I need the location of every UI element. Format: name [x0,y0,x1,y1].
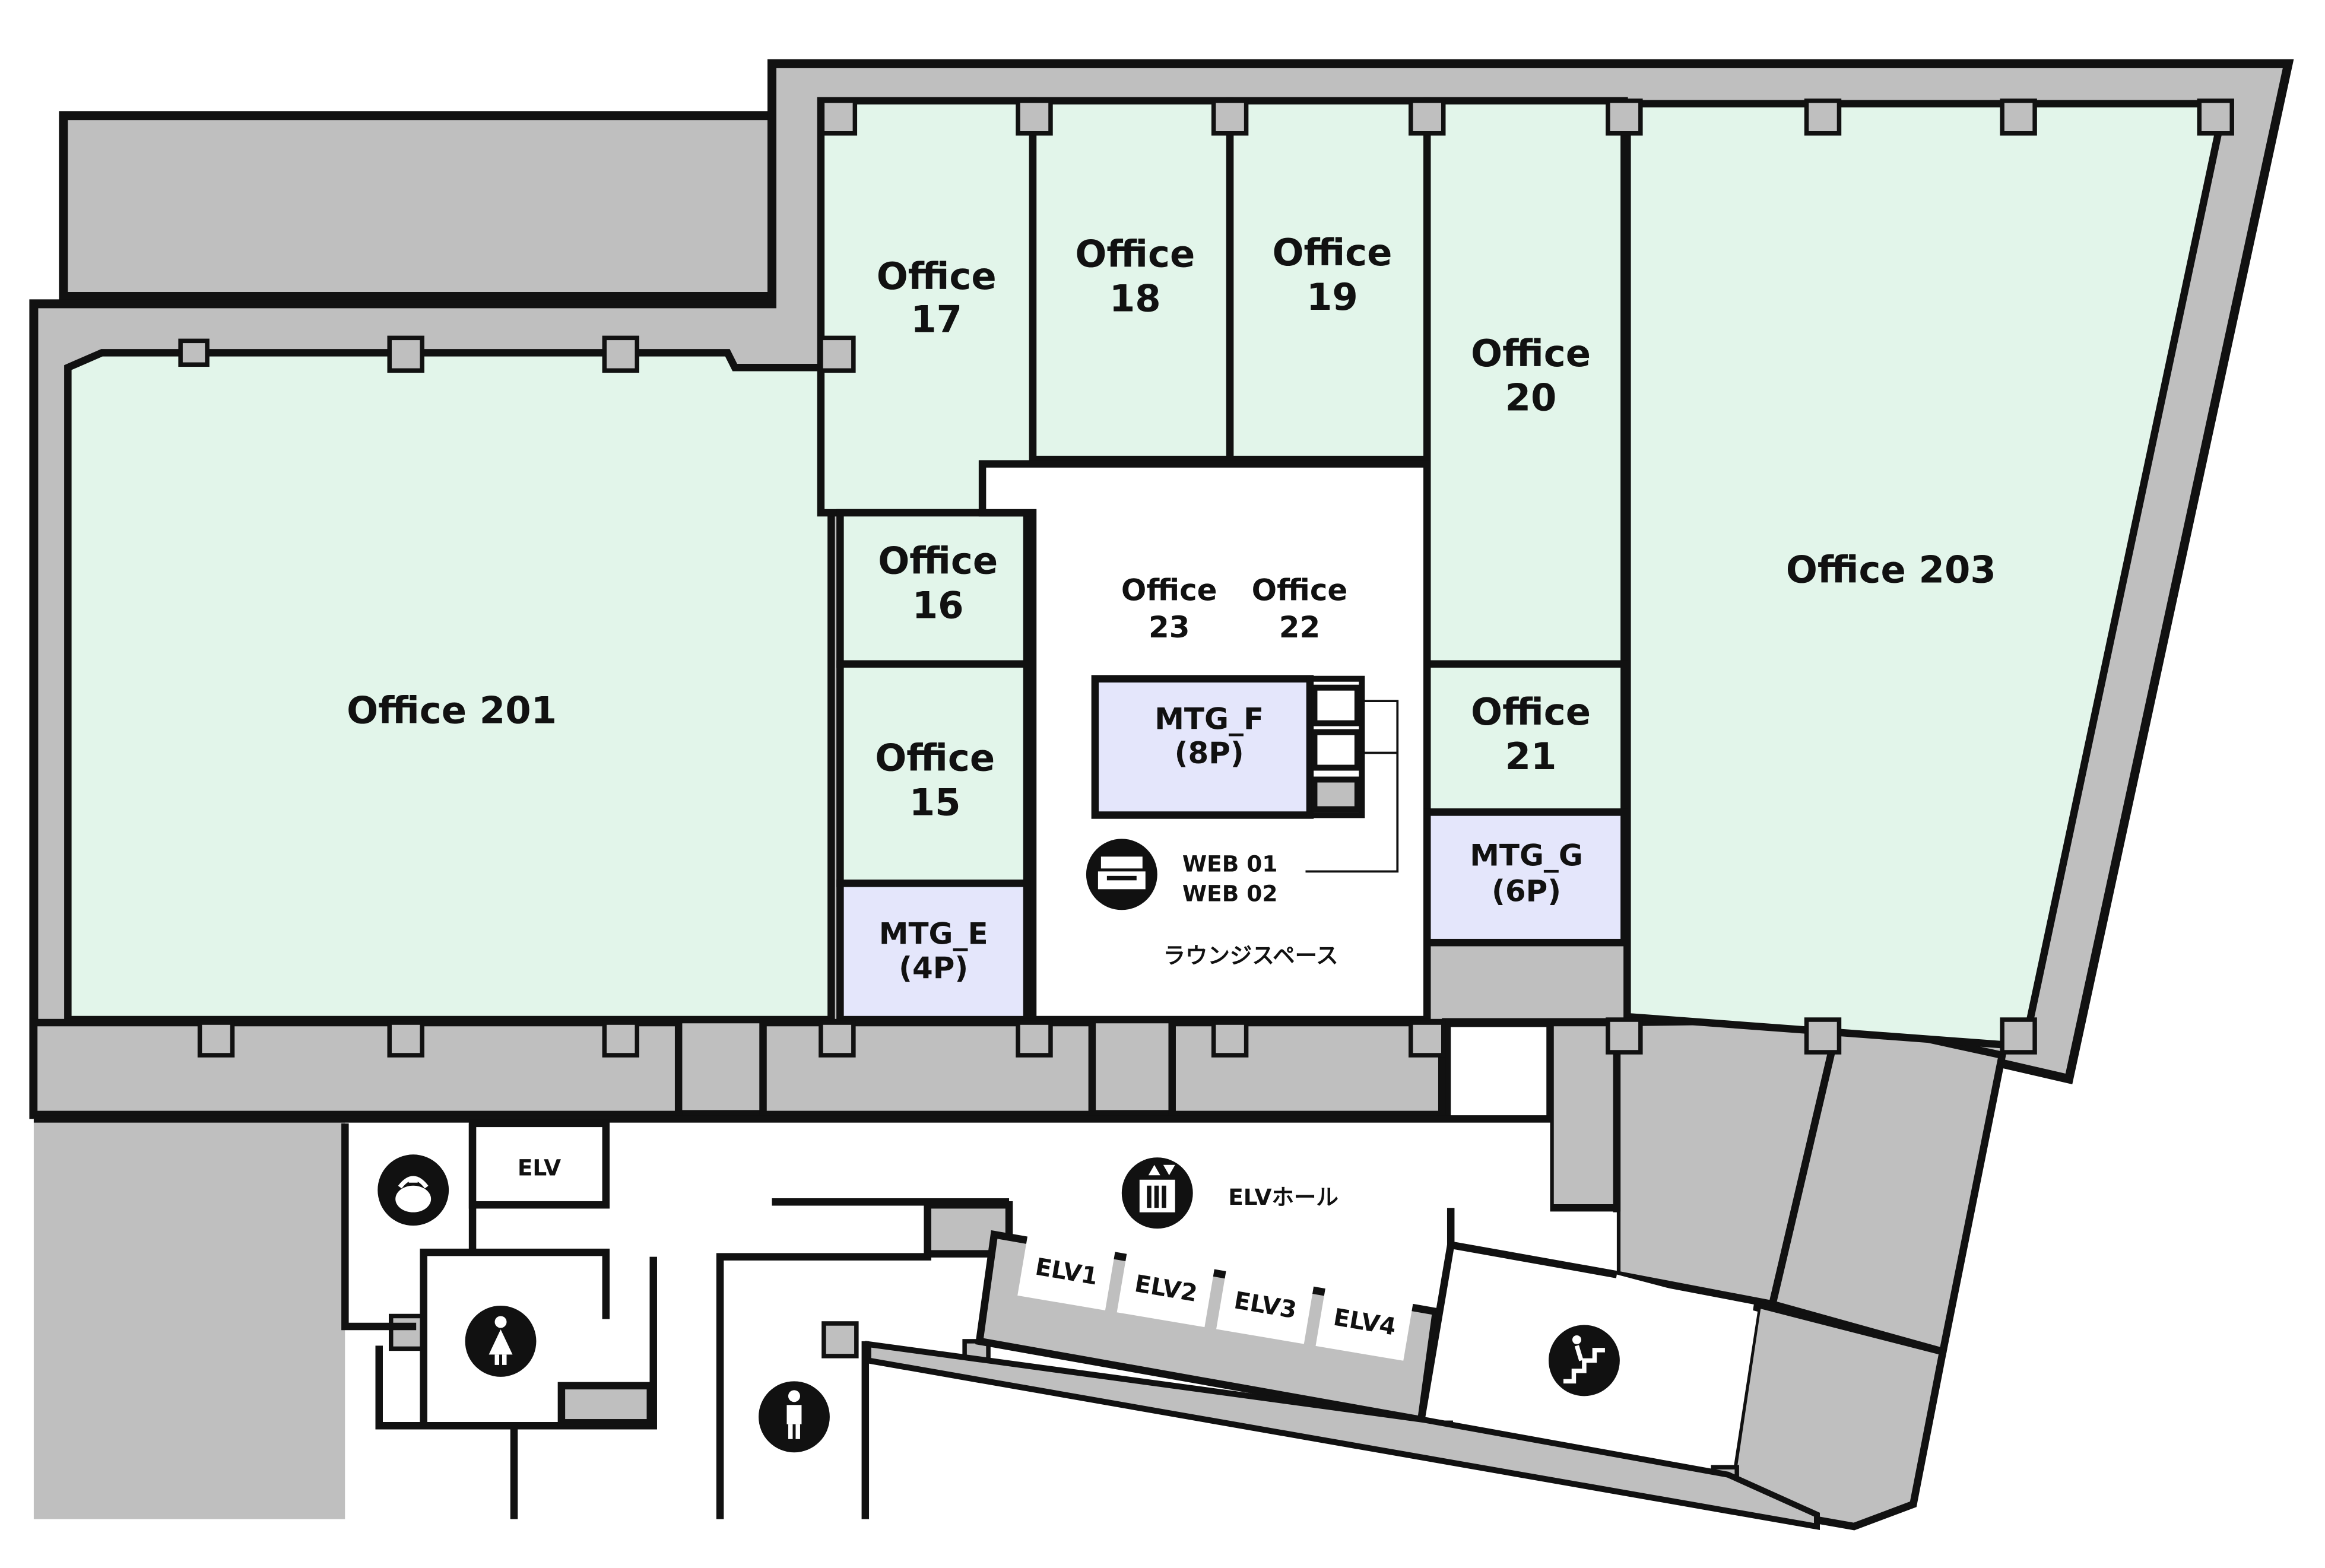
office-19-label: Office [1272,231,1392,274]
office-201-room [64,349,835,1024]
mtg-f-capacity: (8P) [1175,736,1244,770]
mtg-g-room [1423,808,1628,947]
office-20-label: Office [1471,332,1591,375]
small-elv-room [468,1119,610,1209]
mtg-e-label: MTG_E [879,917,988,951]
booth-storage [1311,776,1360,812]
room-labels: Office 201 Office 203 Office 17 Office 1… [347,231,1996,1210]
office-22-number: 22 [1279,610,1321,645]
elevator-icon [1121,1157,1193,1229]
mtg-f-booth-frame [1306,675,1365,818]
elv2-car [1116,1239,1217,1328]
web-booths [1305,675,1399,873]
lounge-label: ラウンジスペース [1163,942,1338,969]
office-18-label: Office [1075,232,1195,275]
web-02-label: WEB 02 [1182,880,1278,906]
office-15-number: 15 [909,780,961,824]
small-elv-label: ELV [518,1154,561,1180]
restroom-female-icon [465,1306,537,1377]
restroom-fixture [557,1382,654,1427]
mtg-g-label: MTG_G [1470,838,1583,872]
core-blocks [30,1018,1446,1119]
kettle-icon [378,1154,449,1226]
office-23-number: 23 [1149,610,1190,645]
office-15-room [836,660,1031,887]
mtg-f-room [1091,675,1314,819]
office-21-label: Office [1471,690,1591,734]
office-17-number: 17 [911,297,962,341]
mtg-f-label: MTG_F [1154,702,1264,737]
office-20-room [1423,97,1628,668]
core-block-1 [30,1018,683,1119]
web-booth-leader [1305,700,1399,873]
mtg-e-room [836,880,1031,1024]
web-01-label: WEB 01 [1182,850,1278,877]
office-16-label: Office [878,539,998,582]
stairwell [1417,1208,1617,1421]
office-18-number: 18 [1109,277,1161,320]
office-16-room [836,509,1031,668]
office-20-number: 20 [1505,376,1557,420]
meeting-rooms [836,675,1628,1024]
office-19-number: 19 [1306,275,1358,319]
elv-hall-label: ELVホール [1228,1184,1338,1210]
copier-icon [1086,839,1157,910]
office-22-label: Office [1252,573,1348,607]
mtg-g-capacity: (6P) [1492,874,1561,908]
web-01-booth [1311,684,1360,726]
mtg-e-capacity: (4P) [899,951,968,985]
stairs-icon [1549,1325,1620,1396]
office-16-number: 16 [912,583,964,627]
restroom-male-icon [759,1381,830,1453]
office-21-number: 21 [1505,735,1557,778]
upper-left-structure [59,111,776,301]
elv4-car [1315,1272,1416,1361]
pantry-wall [341,1123,417,1331]
elv3-car [1216,1256,1317,1344]
office-15-label: Office [875,737,995,780]
web-02-booth [1311,729,1360,771]
elv1-car [1017,1222,1118,1310]
office-203-label: Office 203 [1786,548,1996,591]
office-201-label: Office 201 [347,689,557,732]
office-23-label: Office [1121,573,1217,607]
female-restroom-wall [420,1248,610,1423]
left-lower-structure [33,1114,345,1519]
office-17-label: Office [877,255,997,298]
